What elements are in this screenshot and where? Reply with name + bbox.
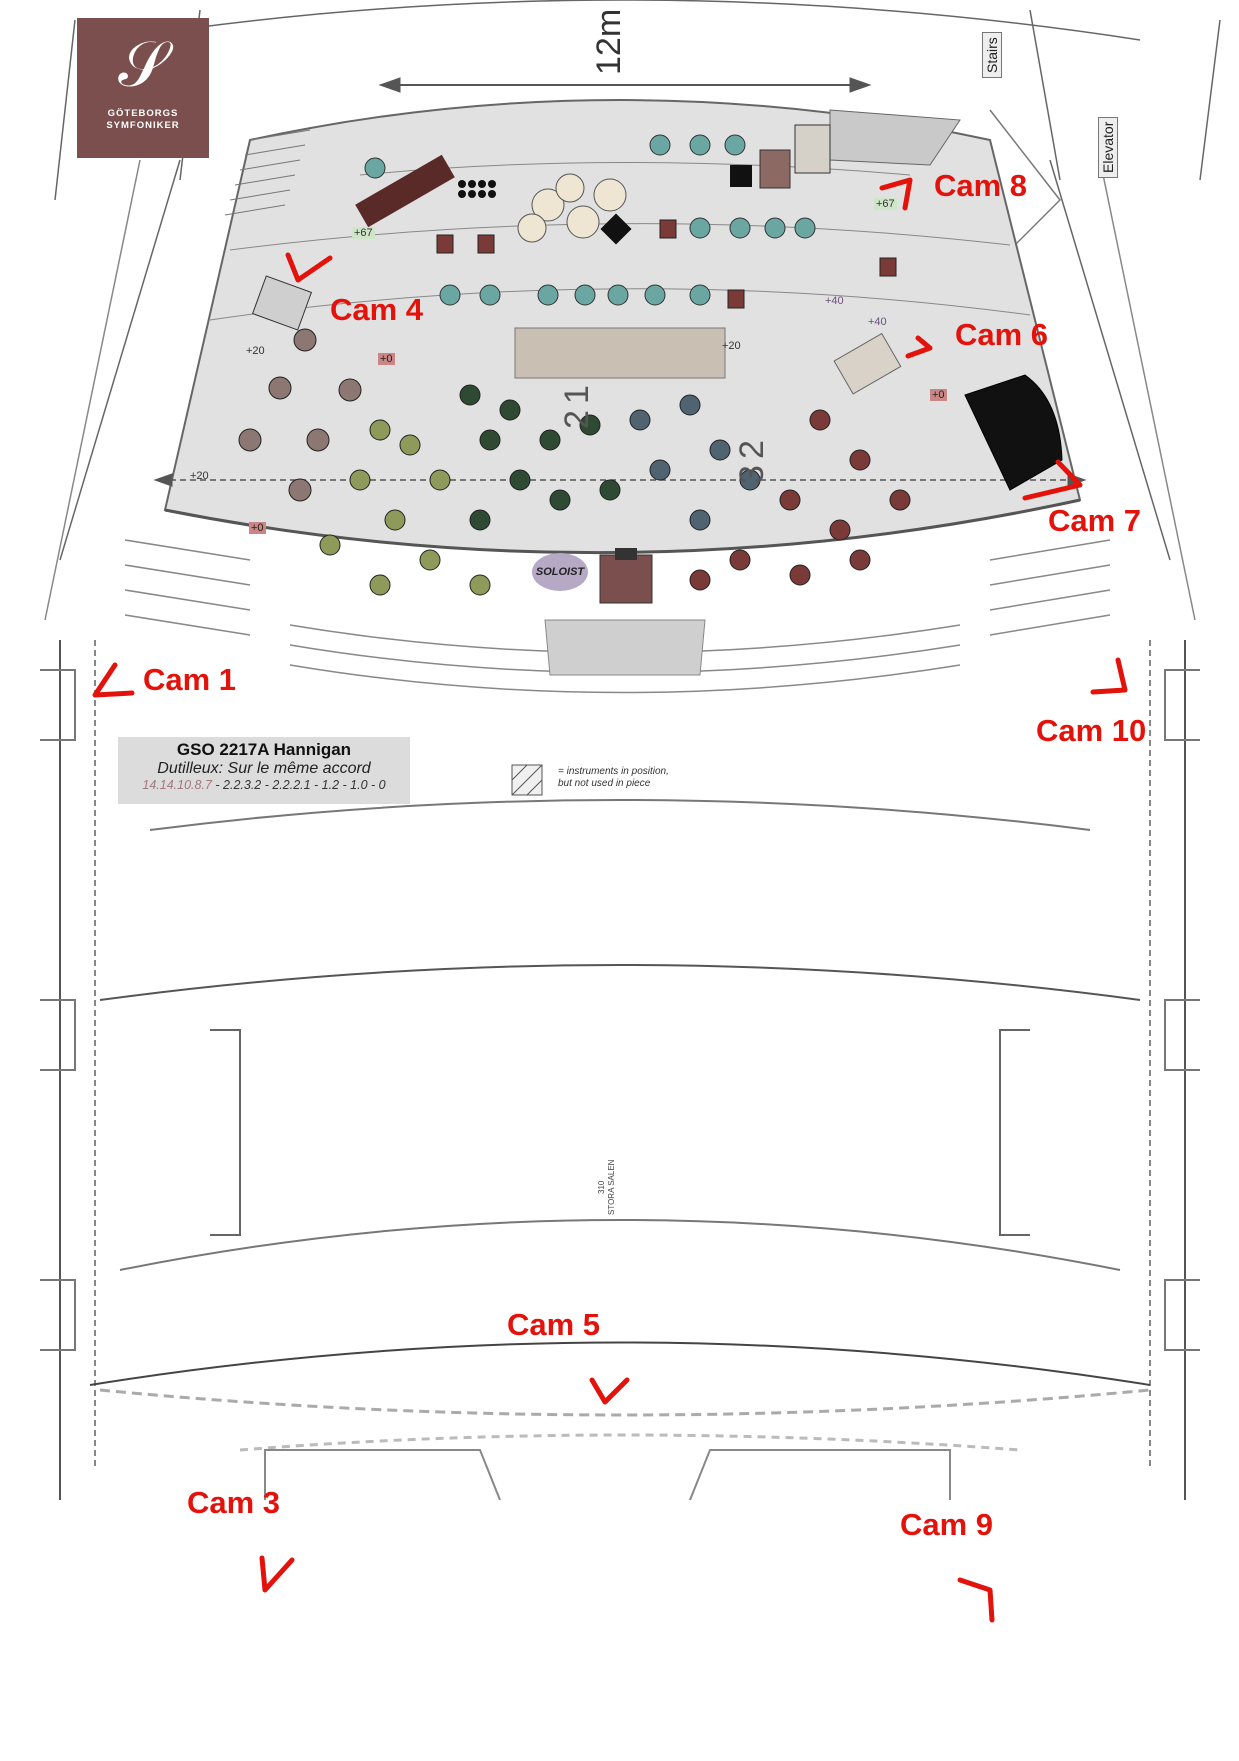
- logo-name-line2: SYMFONIKER: [106, 120, 180, 131]
- hall-room-number: 310: [597, 1180, 606, 1194]
- string-count: 14.14.10.8.7: [142, 778, 212, 792]
- hall-room-name: STORA SALEN: [607, 1159, 616, 1215]
- camera-label: Cam 7: [1048, 503, 1142, 538]
- camera-label: Cam 5: [507, 1307, 601, 1342]
- first-violins: [459, 384, 621, 531]
- dimension-arrow: [153, 77, 1087, 487]
- piece-title: Dutilleux: Sur le même accord: [157, 760, 371, 777]
- second-violins: [319, 419, 491, 596]
- riser-level-label: +40: [825, 295, 844, 307]
- camera-label: Cam 10: [1036, 713, 1147, 748]
- timpani: [566, 205, 600, 239]
- riser-level-label: +20: [246, 345, 265, 357]
- gso-logo: 𝒮 GÖTEBORGS SYMFONIKER: [77, 18, 209, 158]
- cam7-marker-icon: [1022, 459, 1083, 501]
- logo-mark-icon: 𝒮: [118, 28, 168, 102]
- section-number: 1: [557, 385, 596, 404]
- camera-label: Cam 9: [900, 1507, 994, 1542]
- cabinet: [759, 149, 791, 189]
- conductor-podium: [599, 554, 653, 604]
- woodwind-riser: [514, 327, 726, 379]
- bass-drum: [730, 165, 752, 187]
- camera-markers: [92, 177, 1128, 1623]
- production-info-box: GSO 2217A Hannigan Dutilleux: Sur le mêm…: [118, 737, 410, 804]
- grand-piano-icon: [964, 374, 1063, 491]
- basses-section: [689, 409, 911, 591]
- left-stair-treads: [224, 129, 311, 216]
- legend-line2: but not used in piece: [558, 778, 651, 789]
- violas-section: [629, 394, 761, 531]
- riser-level-label: +0: [378, 353, 395, 365]
- hatch-legend-icon: [511, 764, 543, 796]
- soloist-position: SOLOIST: [532, 553, 588, 591]
- elevator-label: Elevator: [1098, 116, 1118, 178]
- riser-level-label: +20: [722, 340, 741, 352]
- section-number: 2: [732, 440, 771, 459]
- stairs-label: Stairs: [982, 32, 1002, 78]
- camera-label: Cam 6: [955, 317, 1049, 352]
- conductor-stand: [615, 548, 637, 560]
- cellos-section: [238, 328, 362, 502]
- camera-label: Cam 8: [934, 168, 1028, 203]
- riser-level-label: +67: [352, 227, 375, 239]
- riser-level-label: +40: [868, 316, 887, 328]
- percussion-area: [355, 124, 831, 245]
- cam1-marker-icon: [92, 662, 135, 698]
- riser-level-label: +0: [249, 522, 266, 534]
- equipment-box: [251, 275, 313, 331]
- timpani: [531, 188, 565, 222]
- stage-width-label: 12m: [590, 8, 628, 75]
- instrumentation: 14.14.10.8.7 - 2.2.3.2 - 2.2.2.1 - 1.2 -…: [118, 778, 410, 792]
- riser-level-label: +20: [190, 470, 209, 482]
- timpani: [517, 213, 547, 243]
- timpani: [593, 178, 627, 212]
- cam10-marker-icon: [1090, 657, 1128, 695]
- cam5-marker-icon: [589, 1377, 630, 1405]
- production-title: GSO 2217A Hannigan: [176, 740, 352, 759]
- hall-outline: [40, 640, 1200, 1501]
- camera-label: Cam 3: [187, 1485, 281, 1520]
- riser-level-label: +67: [874, 198, 897, 210]
- celesta: [833, 332, 902, 395]
- section-number: 2: [557, 410, 596, 429]
- cam4-marker-icon: [285, 252, 333, 283]
- bells-icon: [458, 180, 496, 198]
- cam3-marker-icon: [259, 1555, 295, 1593]
- wind-count: - 2.2.3.2 - 2.2.2.1 - 1.2 - 1.0 - 0: [211, 778, 386, 792]
- hall-room-label: 310 STORA SALEN: [597, 1160, 617, 1215]
- stage-surround: [44, 0, 1221, 621]
- gong-frame: [794, 124, 831, 174]
- xylophone: [355, 154, 455, 228]
- cam8-marker-icon: [879, 177, 913, 211]
- logo-name-line1: GÖTEBORGS: [107, 108, 179, 119]
- cam6-marker-icon: [905, 335, 933, 359]
- legend-text: = instruments in position, but not used …: [558, 766, 669, 790]
- camera-label: Cam 4: [330, 292, 424, 327]
- prompt-box: [544, 619, 706, 676]
- riser-level-label: +0: [930, 389, 947, 401]
- legend-line1: = instruments in position,: [558, 766, 669, 777]
- section-number: 3: [732, 465, 771, 484]
- camera-label: Cam 1: [143, 662, 237, 697]
- timpani: [555, 173, 585, 203]
- cam9-marker-icon: [957, 1577, 995, 1623]
